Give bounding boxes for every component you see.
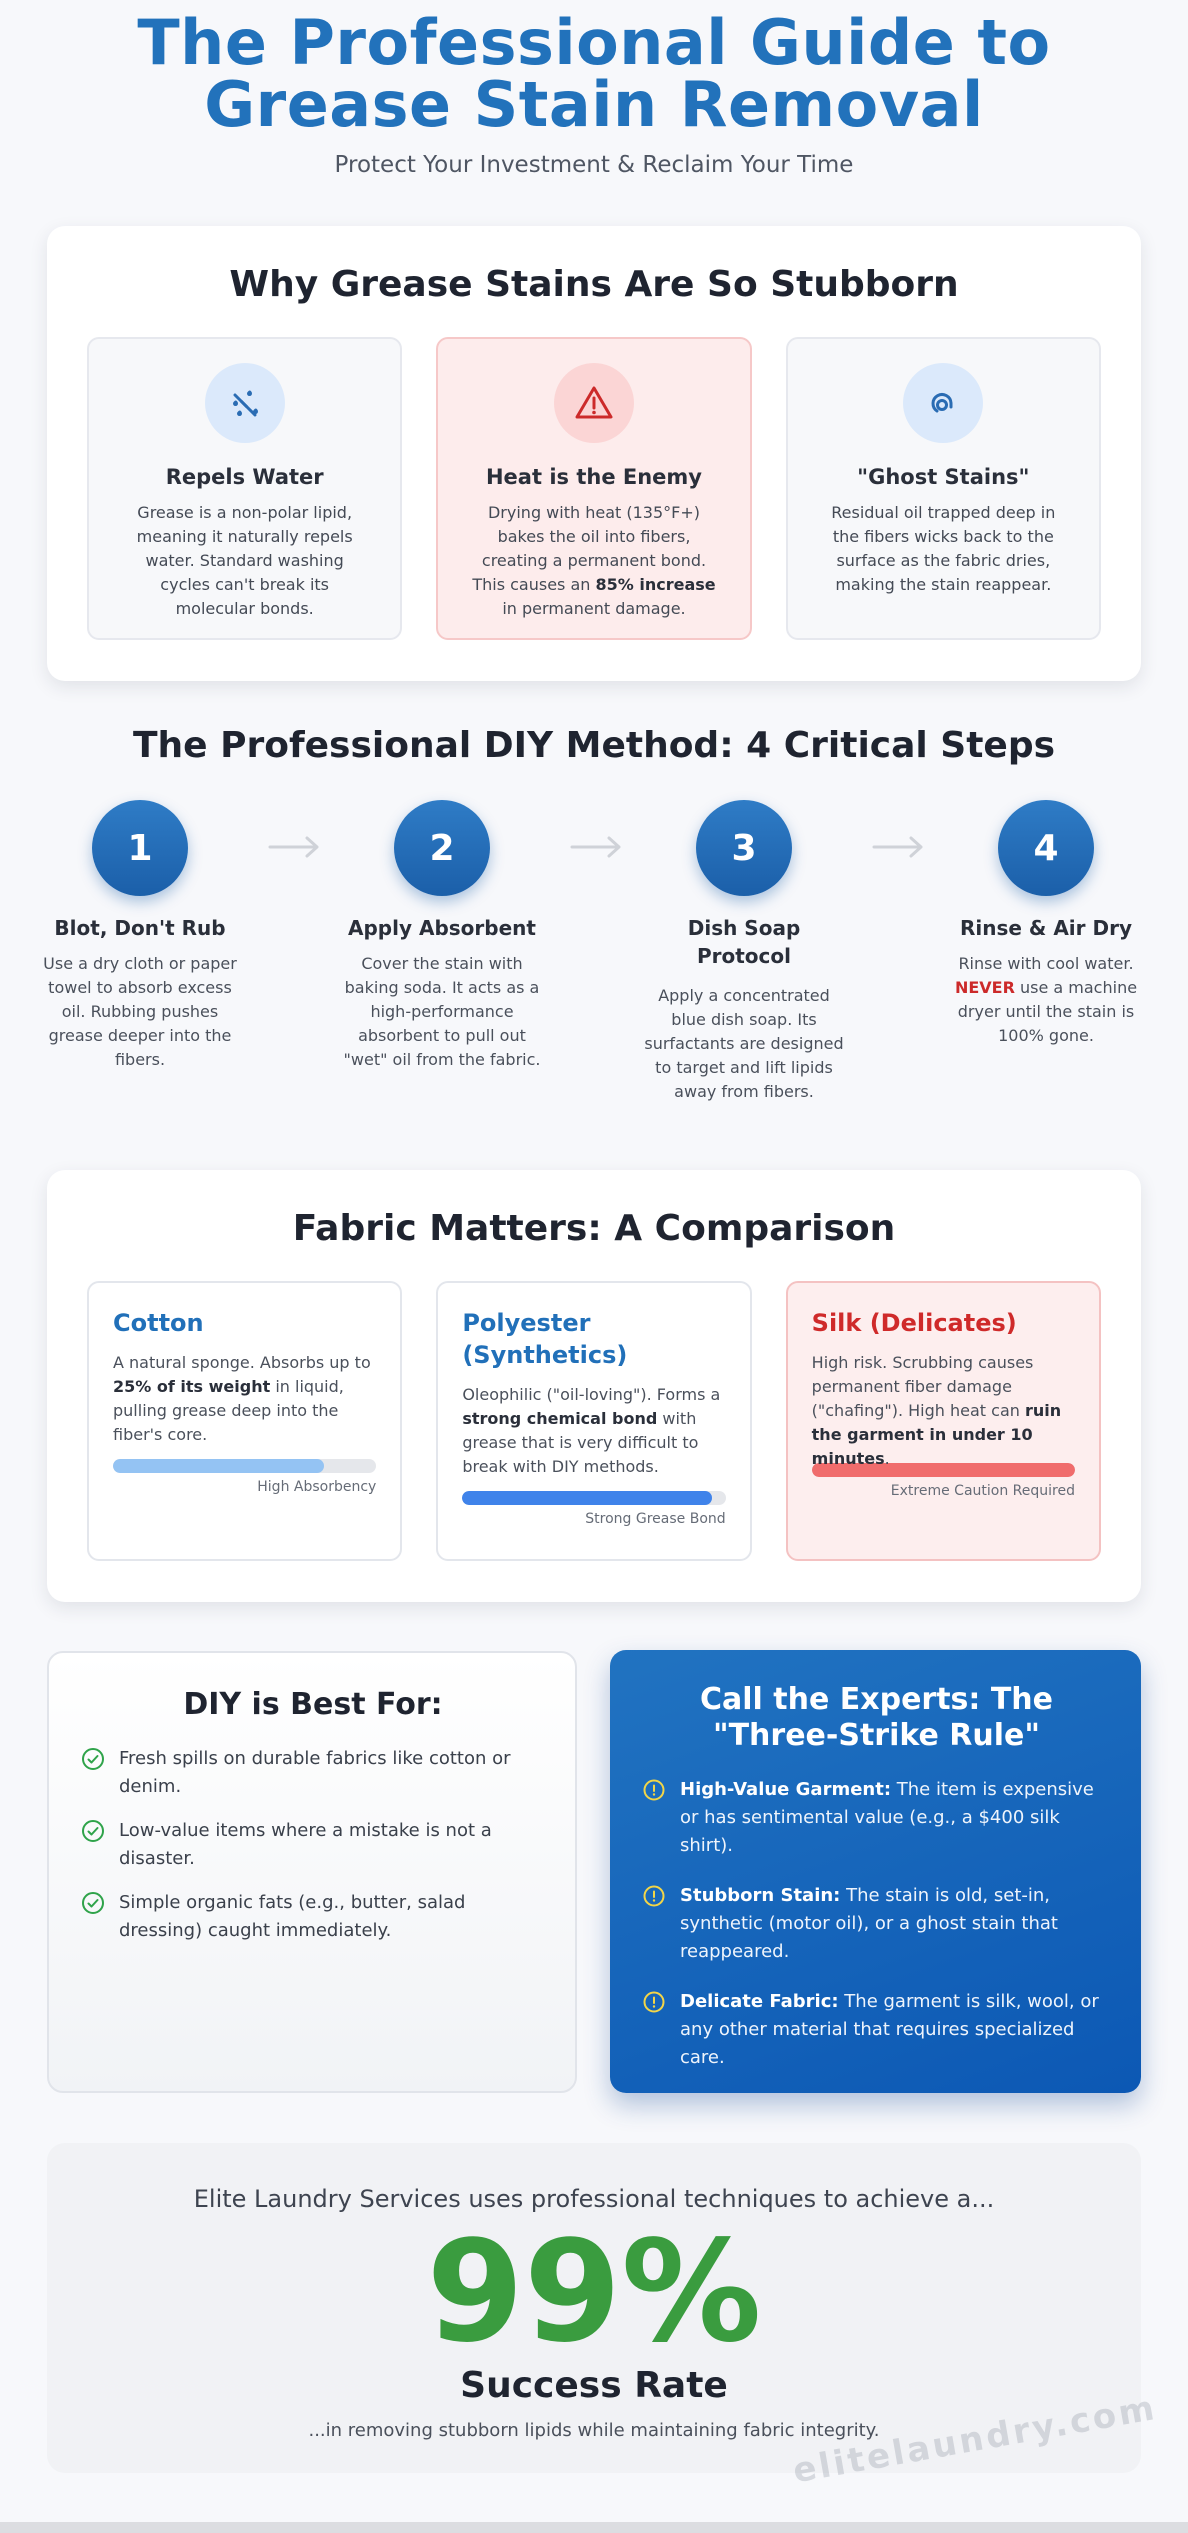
why-heading-3: "Ghost Stains" <box>857 465 1030 489</box>
list-item-text: Low-value items where a mistake is not a… <box>119 1820 492 1869</box>
success-rate-label: Success Rate <box>460 2365 728 2406</box>
list-item-text: Delicate Fabric: The garment is silk, wo… <box>680 1991 1099 2068</box>
list-item-text: Simple organic fats (e.g., butter, salad… <box>119 1892 466 1941</box>
step-number: 1 <box>92 800 188 896</box>
why-text-3: Residual oil trapped deep in the fibers … <box>831 503 1056 594</box>
fabric-meter-label: Strong Grease Bond <box>585 1511 726 1527</box>
step-heading: Blot, Don't Rub <box>54 916 226 940</box>
why-text-1: Grease is a non-polar lipid, meaning it … <box>136 503 353 618</box>
page-subtitle: Protect Your Investment & Reclaim Your T… <box>334 152 854 178</box>
hero-header: The Professional Guide to Grease Stain R… <box>0 0 1188 179</box>
fabric-meter-label: High Absorbency <box>257 1479 377 1495</box>
list-item: Delicate Fabric: The garment is silk, wo… <box>642 1988 1111 2072</box>
step-2: 2 Apply Absorbent Cover the stain with b… <box>342 800 542 1072</box>
step-number: 2 <box>394 800 490 896</box>
step-text: Use a dry cloth or paper towel to absorb… <box>43 954 237 1069</box>
step-number: 3 <box>696 800 792 896</box>
fabric-heading: Silk (Delicates) <box>811 1309 1017 1337</box>
step-4: 4 Rinse & Air Dry Rinse with cool water.… <box>946 800 1146 1048</box>
fabric-meter <box>462 1491 726 1505</box>
fabric-meter-fill <box>113 1459 324 1473</box>
call-experts-card: Call the Experts: The"Three-Strike Rule"… <box>610 1650 1141 2093</box>
fabric-comparison-card: Fabric Matters: A Comparison Cotton A na… <box>47 1170 1141 1602</box>
why-title: Why Grease Stains Are So Stubborn <box>229 264 959 305</box>
page-title: The Professional Guide to Grease Stain R… <box>0 12 1188 136</box>
warning-icon <box>553 363 634 443</box>
diy-title: DIY is Best For: <box>183 1687 443 1722</box>
arrow-right-icon <box>268 836 319 858</box>
list-item-text: High-Value Garment: The item is expensiv… <box>680 1779 1094 1856</box>
fabric-box-silk: Silk (Delicates) High risk. Scrubbing ca… <box>785 1281 1101 1561</box>
fabric-meter-fill <box>811 1463 1075 1477</box>
step-heading: Dish Soap Protocol <box>687 916 801 968</box>
check-circle-icon <box>82 1748 104 1770</box>
ghost-swirl-icon <box>903 363 984 443</box>
title-line-2: Grease Stain Removal <box>204 68 984 141</box>
arrow-right-icon <box>570 836 621 858</box>
fabric-heading: Cotton <box>113 1309 204 1337</box>
steps-title: The Professional DIY Method: 4 Critical … <box>132 725 1056 766</box>
step-1: 1 Blot, Don't Rub Use a dry cloth or pap… <box>40 800 240 1072</box>
fabric-meter-fill <box>462 1491 713 1505</box>
step-heading: Apply Absorbent <box>348 916 536 940</box>
step-text: Rinse with cool water. NEVER use a machi… <box>954 954 1138 1045</box>
step-number: 4 <box>998 800 1094 896</box>
why-heading-1: Repels Water <box>165 465 324 489</box>
why-box-repels-water: Repels Water Grease is a non-polar lipid… <box>87 337 403 640</box>
why-stubborn-card: Why Grease Stains Are So Stubborn <box>47 226 1141 681</box>
fabric-heading: Polyester (Synthetics) <box>462 1309 628 1369</box>
fabric-text: Oleophilic ("oil-loving"). Forms a stron… <box>462 1385 721 1476</box>
fabric-meter <box>113 1459 377 1473</box>
check-circle-icon <box>82 1820 104 1842</box>
success-percentage: 99% <box>426 2211 762 2374</box>
list-item: Fresh spills on durable fabrics like cot… <box>81 1745 545 1801</box>
list-item-text: Stubborn Stain: The stain is old, set-in… <box>680 1885 1058 1962</box>
list-item: High-Value Garment: The item is expensiv… <box>642 1776 1111 1860</box>
fabric-meter <box>811 1463 1075 1477</box>
arrow-right-icon <box>872 836 923 858</box>
step-text: Cover the stain with baking soda. It act… <box>343 954 541 1069</box>
list-item: Simple organic fats (e.g., butter, salad… <box>81 1889 545 1945</box>
bottom-strip <box>0 2522 1188 2533</box>
list-item: Stubborn Stain: The stain is old, set-in… <box>642 1882 1111 1966</box>
water-drops-icon <box>204 363 285 443</box>
fabric-meter-label: Extreme Caution Required <box>890 1483 1075 1499</box>
alert-circle-icon <box>643 1779 665 1801</box>
step-3: 3 Dish Soap Protocol Apply a concentrate… <box>644 800 844 1104</box>
success-rate-banner: Elite Laundry Services uses professional… <box>47 2143 1141 2473</box>
fabric-box-polyester: Polyester (Synthetics) Oleophilic ("oil-… <box>436 1281 752 1561</box>
fabric-title: Fabric Matters: A Comparison <box>292 1208 896 1249</box>
success-tail: ...in removing stubborn lipids while mai… <box>308 2420 880 2441</box>
fabric-text: A natural sponge. Absorbs up to 25% of i… <box>113 1353 371 1444</box>
fabric-text: High risk. Scrubbing causes permanent fi… <box>811 1353 1062 1468</box>
success-lead: Elite Laundry Services uses professional… <box>193 2185 995 2213</box>
title-line-1: The Professional Guide to <box>137 6 1051 79</box>
diy-best-for-card: DIY is Best For: Fresh spills on durable… <box>47 1651 577 2093</box>
fabric-box-cotton: Cotton A natural sponge. Absorbs up to 2… <box>87 1281 403 1561</box>
why-box-heat: Heat is the Enemy Drying with heat (135°… <box>436 337 752 640</box>
alert-circle-icon <box>643 1885 665 1907</box>
experts-title: Call the Experts: The"Three-Strike Rule" <box>699 1682 1054 1753</box>
alert-circle-icon <box>643 1991 665 2013</box>
list-item: Low-value items where a mistake is not a… <box>81 1817 545 1873</box>
steps-row: 1 Blot, Don't Rub Use a dry cloth or pap… <box>40 800 1148 1130</box>
why-text-2: Drying with heat (135°F+) bakes the oil … <box>472 503 716 618</box>
why-heading-2: Heat is the Enemy <box>485 465 702 489</box>
why-box-ghost-stains: "Ghost Stains" Residual oil trapped deep… <box>785 337 1101 640</box>
check-circle-icon <box>82 1892 104 1914</box>
step-heading: Rinse & Air Dry <box>960 916 1132 940</box>
step-text: Apply a concentrated blue dish soap. Its… <box>644 986 844 1101</box>
list-item-text: Fresh spills on durable fabrics like cot… <box>119 1748 511 1797</box>
